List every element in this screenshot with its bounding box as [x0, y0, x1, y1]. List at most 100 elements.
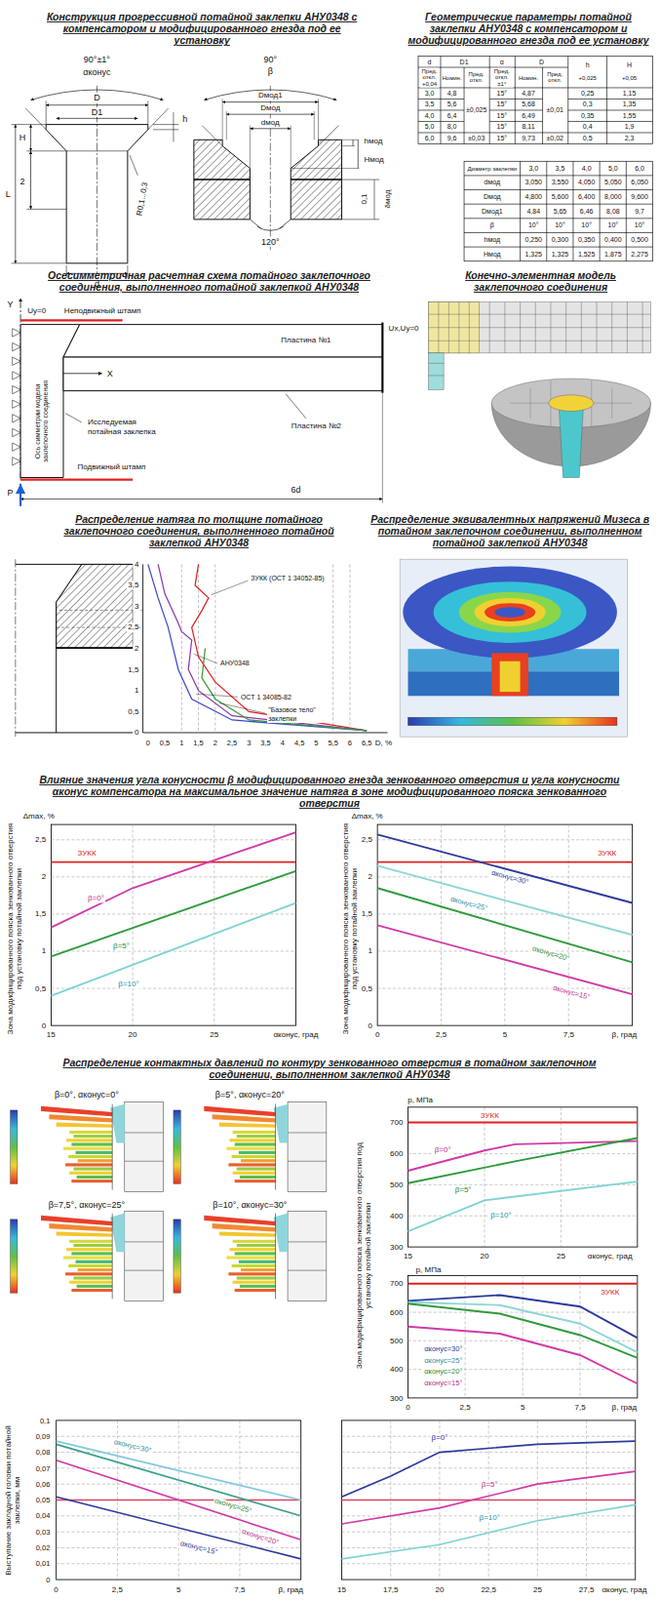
diagram-label: 6,0 [633, 164, 646, 173]
diagram-label: 27,5 [578, 1585, 596, 1594]
diagram-label: Hмод [482, 250, 503, 259]
diagram-label: 6 [347, 737, 353, 747]
diagram-label: 2,5 [434, 1029, 448, 1039]
stress-picture [500, 660, 521, 692]
diagram-label: α [499, 58, 505, 67]
diagram-label: 6,49 [520, 112, 537, 120]
diagram-label: Uy=0 [26, 307, 47, 316]
diagram-label: ЗУКК [479, 1110, 501, 1120]
calculation-scheme [12, 328, 21, 466]
section-title: Распределение натяга по толщине потайног… [40, 512, 357, 548]
max-interference-chart [50, 823, 296, 1025]
diagram-label: 2,3 [623, 134, 636, 143]
diagram-label: Δmax, % [350, 812, 385, 821]
diagram-label: 9,6 [446, 134, 459, 143]
diagram-label: β=0° [430, 1433, 450, 1442]
diagram-label: 9,7 [633, 207, 646, 216]
hole-drawing [203, 89, 337, 100]
contact-pressure-charts [408, 1302, 638, 1358]
calculation-scheme [381, 322, 384, 393]
diagram-label: 4,87 [520, 89, 537, 98]
diagram-label: αконус=20° [423, 1366, 464, 1376]
diagram-label: 300 [388, 1393, 404, 1402]
rotated-label: αконус=15° [550, 983, 592, 1003]
stress-picture [459, 591, 562, 633]
diagram-label: +0,05 [621, 74, 638, 81]
section-title: Распределение контактных давлений по кон… [43, 1054, 616, 1079]
parameter-table [418, 56, 654, 145]
diagram-label: β [489, 221, 496, 230]
rotated-label: Зона модифицированного пояска зенкованно… [341, 820, 359, 1036]
rotated-label: Выступание закладной головки потайной за… [2, 1412, 21, 1587]
diagram-label: Пластина №2 [290, 422, 343, 431]
rotated-label: δмод [383, 189, 392, 210]
diagram-label: Δmax, % [22, 812, 56, 821]
diagram-label: 2 [40, 872, 47, 882]
diagram-label: 2,5 [226, 737, 238, 747]
diagram-label: 1,55 [621, 112, 638, 120]
diagram-label: 2 [133, 643, 140, 653]
diagram-label: L [4, 189, 12, 199]
diagram-label: 0 [133, 728, 140, 738]
head-protrusion-charts [342, 1419, 636, 1579]
diagram-label: 0 [374, 1029, 381, 1039]
diagram-label: 6,46 [579, 207, 595, 216]
rotated-label: Ось симметрии модели заклепочного соедин… [34, 367, 50, 475]
diagram-label: 0,300 [550, 235, 571, 244]
parameter-table [418, 67, 654, 133]
max-interference-chart [377, 823, 632, 1025]
diagram-label: H [625, 61, 633, 70]
diagram-label: Dмод1 [257, 91, 284, 101]
diagram-label: 8,11 [520, 122, 536, 131]
diagram-label: 2,5 [111, 1585, 124, 1594]
diagram-label: 1,525 [577, 250, 597, 259]
contact-pressure-charts [408, 1106, 638, 1246]
section-title: Влияние значения угла конусности β модиф… [23, 773, 636, 809]
diagram-label: 5,600 [550, 193, 571, 201]
calculation-scheme [63, 372, 103, 374]
diagram-label: 0,1 [38, 1415, 51, 1425]
diagram-label: Пред. откл. +0,04 [419, 67, 440, 88]
rivet-drawing [45, 104, 149, 106]
diagram-label: 0,35 [580, 112, 596, 120]
diagram-label: β=0° [86, 892, 106, 902]
diagram-label: 5 [312, 737, 319, 747]
rivet-drawing [153, 112, 179, 142]
max-interference-chart [377, 823, 632, 1025]
diagram-label: 0,3 [582, 100, 594, 109]
diagram-label: 1,5 [34, 909, 47, 919]
diagram-label: 7,5 [562, 1029, 576, 1039]
diagram-label: h [181, 114, 189, 124]
fe-model [427, 352, 444, 390]
diagram-label: 4 [279, 737, 286, 747]
diagram-label: 2,5 [34, 835, 47, 845]
diagram-label: 9,73 [520, 134, 537, 143]
diagram-label: X [106, 368, 115, 379]
diagram-label: Dмод [482, 193, 503, 201]
diagram-label: 7,5 [232, 1585, 246, 1594]
diagram-label: 0 [145, 737, 152, 747]
diagram-label: 15 [45, 1029, 57, 1039]
diagram-label: 1,5 [126, 664, 140, 674]
diagram-label: p, МПа [406, 1094, 434, 1104]
stress-picture [433, 581, 587, 643]
section-title: Геометрические параметры потайной заклеп… [405, 10, 651, 46]
rotated-label: R0,1...0,3 [135, 180, 151, 218]
diagram-label: 9,600 [629, 193, 650, 201]
diagram-label: ±0,03 [466, 134, 486, 143]
diagram-label: 0,08 [35, 1447, 52, 1457]
diagram-label: Ux,Uy=0 [388, 323, 421, 333]
hole-table [520, 160, 627, 262]
head-protrusion-charts [56, 1419, 302, 1579]
joint-section [15, 558, 144, 737]
contact-pressure-charts [408, 1121, 638, 1124]
diagram-label: 15° [496, 89, 509, 98]
stress-picture [494, 606, 525, 617]
calculation-scheme [12, 297, 384, 503]
stress-picture [399, 558, 627, 737]
diagram-label: β=10° [116, 978, 140, 988]
diagram-label: 1,325 [523, 250, 544, 259]
diagram-label: 1,5 [192, 737, 204, 747]
diagram-label: 0,4 [582, 122, 594, 131]
diagram-label: 6,5 [360, 737, 373, 747]
